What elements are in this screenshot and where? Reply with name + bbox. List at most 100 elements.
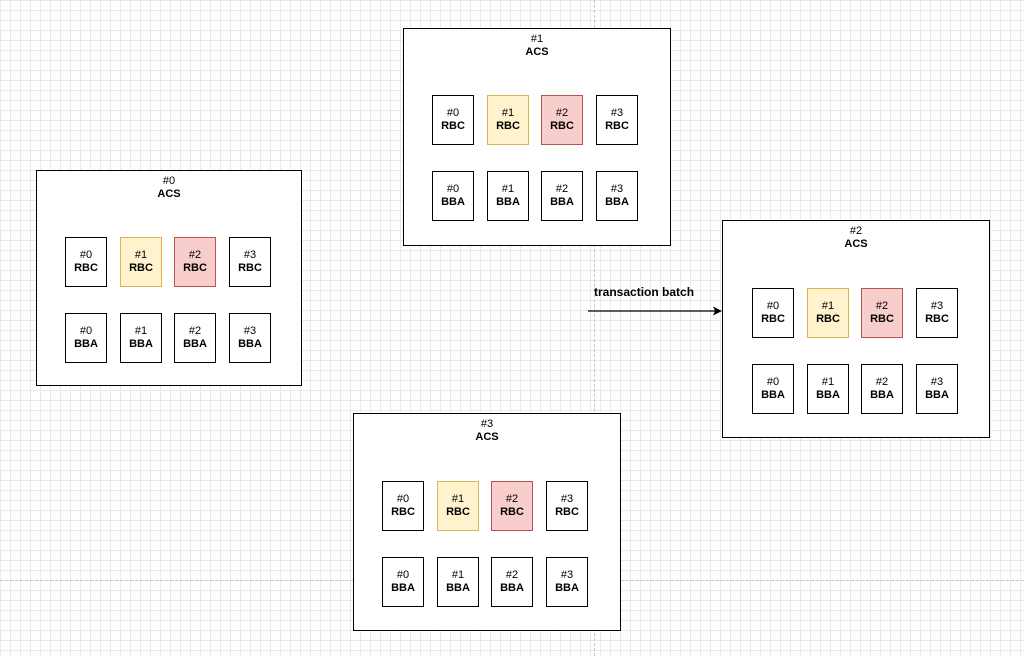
node-type: BBA (555, 582, 579, 594)
node-type: RBC (816, 313, 840, 325)
acs-id: #0 (162, 175, 176, 187)
node-id: #3 (560, 493, 574, 505)
node-id: #2 (555, 107, 569, 119)
node-type: RBC (446, 506, 470, 518)
acs-header: #0 ACS (37, 175, 301, 201)
edge-label-transaction-batch[interactable]: transaction batch (594, 285, 695, 299)
arrowhead-icon (713, 306, 722, 316)
node-type: BBA (446, 582, 470, 594)
node-type: BBA (816, 389, 840, 401)
node-type: BBA (74, 338, 98, 350)
node-type: BBA (183, 338, 207, 350)
node-type: RBC (496, 120, 520, 132)
node-id: #0 (396, 493, 410, 505)
node-id: #3 (930, 376, 944, 388)
node-id: #1 (451, 569, 465, 581)
node-id: #2 (188, 325, 202, 337)
node-type: RBC (870, 313, 894, 325)
node-type: RBC (605, 120, 629, 132)
node-type: RBC (500, 506, 524, 518)
node-type: BBA (238, 338, 262, 350)
node-type: BBA (550, 196, 574, 208)
node-id: #1 (134, 249, 148, 261)
node-type: RBC (238, 262, 262, 274)
node-id: #2 (875, 300, 889, 312)
node-type: RBC (129, 262, 153, 274)
node-type: RBC (74, 262, 98, 274)
node-type: BBA (129, 338, 153, 350)
node-id: #2 (505, 493, 519, 505)
acs-title: ACS (475, 431, 499, 443)
acs-header: #3 ACS (354, 418, 620, 444)
node-type: RBC (761, 313, 785, 325)
node-id: #3 (243, 249, 257, 261)
node-type: RBC (391, 506, 415, 518)
acs-id: #2 (849, 225, 863, 237)
node-id: #2 (875, 376, 889, 388)
node-type: BBA (605, 196, 629, 208)
node-type: BBA (496, 196, 520, 208)
node-id: #0 (766, 300, 780, 312)
node-id: #2 (555, 183, 569, 195)
acs-header: #1 ACS (404, 33, 670, 59)
node-type: BBA (441, 196, 465, 208)
node-id: #0 (446, 183, 460, 195)
node-id: #3 (930, 300, 944, 312)
acs-title: ACS (525, 46, 549, 58)
node-id: #0 (446, 107, 460, 119)
acs-header: #2 ACS (723, 225, 989, 251)
node-type: RBC (441, 120, 465, 132)
node-id: #0 (79, 325, 93, 337)
acs-title: ACS (844, 238, 868, 250)
acs-id: #1 (530, 33, 544, 45)
acs-id: #3 (480, 418, 494, 430)
node-id: #2 (505, 569, 519, 581)
node-id: #3 (610, 183, 624, 195)
node-type: BBA (761, 389, 785, 401)
node-id: #1 (451, 493, 465, 505)
acs-title: ACS (157, 188, 181, 200)
transaction-batch-arrow[interactable] (588, 303, 728, 319)
node-id: #3 (560, 569, 574, 581)
node-type: RBC (925, 313, 949, 325)
node-id: #1 (821, 300, 835, 312)
node-type: RBC (555, 506, 579, 518)
node-type: BBA (925, 389, 949, 401)
